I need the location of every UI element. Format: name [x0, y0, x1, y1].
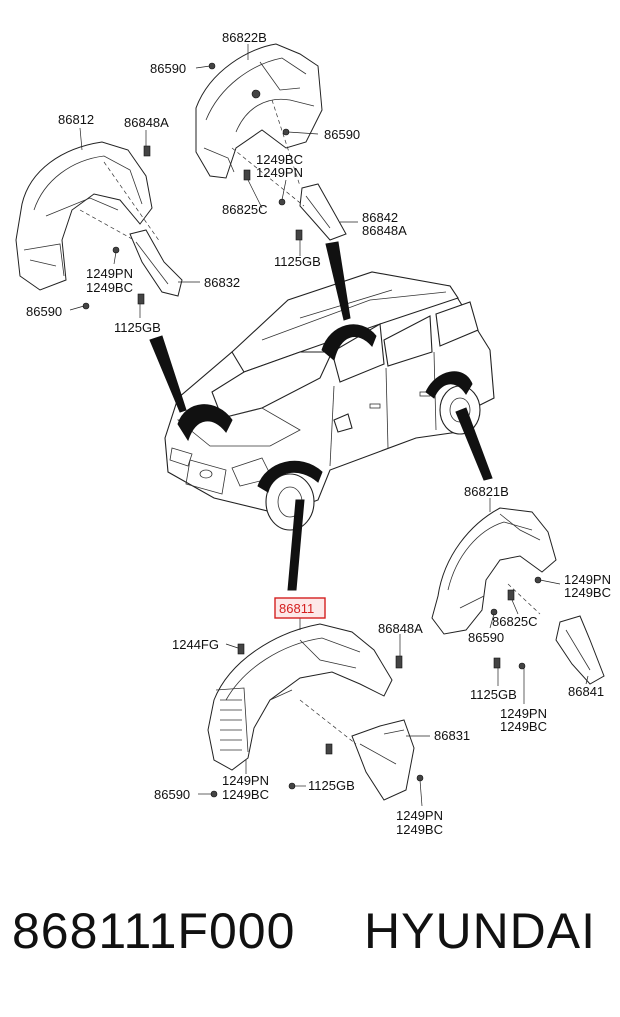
leader-lines: [69, 44, 589, 807]
callout-1249BC-bottom-right: 1249BC: [396, 822, 443, 837]
callout-86831: 86831: [434, 728, 470, 743]
callout-86590-bottom: 86590: [154, 787, 190, 802]
parts-diagram: 86822B 86590 86590 1249BC 1249PN 86825C …: [15, 30, 611, 837]
callout-1249PN-left: 1249PN: [86, 266, 133, 281]
callout-1249BC-left: 1249BC: [86, 280, 133, 295]
callout-1249PN-right-lower: 1249PN: [500, 706, 547, 721]
highlight-box: [274, 597, 326, 619]
brand-name: HYUNDAI: [364, 903, 597, 959]
callout-86811-highlighted: 86811: [279, 601, 314, 616]
callout-86590-right: 86590: [468, 630, 504, 645]
callout-1249BC-bottom: 1249BC: [222, 787, 269, 802]
callout-1249BC-top: 1249BC: [256, 152, 303, 167]
callout-1249PN-bottom-right: 1249PN: [396, 808, 443, 823]
rear-right-mud-guard: [555, 615, 605, 685]
rear-left-wheel-liner: [195, 43, 323, 179]
callout-86848A-left: 86848A: [124, 115, 169, 130]
callout-1125GB-bottom: 1125GB: [308, 778, 355, 793]
callout-1249PN-top: 1249PN: [256, 165, 303, 180]
callout-86590-top-right: 86590: [324, 127, 360, 142]
front-left-wheel-liner: [15, 141, 153, 291]
callout-86848A-top: 86848A: [362, 223, 407, 238]
callout-86590-left: 86590: [26, 304, 62, 319]
front-right-wheel-liner: [207, 623, 393, 771]
callout-86825C-right: 86825C: [492, 614, 538, 629]
callout-1249PN-right: 1249PN: [564, 572, 611, 587]
callout-1125GB-left: 1125GB: [114, 320, 161, 335]
callout-86825C-top: 86825C: [222, 202, 268, 217]
callout-1125GB-right: 1125GB: [470, 687, 517, 702]
callout-86841: 86841: [568, 684, 604, 699]
callout-86590-top: 86590: [150, 61, 186, 76]
callout-1249BC-right: 1249BC: [564, 585, 611, 600]
callout-86821B: 86821B: [464, 484, 509, 499]
callout-86832: 86832: [204, 275, 240, 290]
callout-1249BC-right-lower: 1249BC: [500, 719, 547, 734]
fastener-markers: [82, 62, 542, 798]
front-right-mud-guard: [351, 719, 415, 801]
callout-1244FG: 1244FG: [172, 637, 219, 652]
callout-86812: 86812: [58, 112, 94, 127]
callout-1125GB-top: 1125GB: [274, 254, 321, 269]
callout-1249PN-bottom: 1249PN: [222, 773, 269, 788]
callout-86848A-bottom: 86848A: [378, 621, 423, 636]
callout-86842: 86842: [362, 210, 398, 225]
front-left-mud-guard: [129, 229, 183, 297]
vehicle-illustration: [149, 241, 495, 591]
rear-right-wheel-liner: [431, 507, 557, 635]
part-number: 868111F000: [12, 903, 296, 959]
callout-86822B: 86822B: [222, 30, 267, 45]
callout-labels: 86822B 86590 86590 1249BC 1249PN 86825C …: [26, 30, 611, 837]
rear-left-mud-guard: [299, 183, 347, 241]
